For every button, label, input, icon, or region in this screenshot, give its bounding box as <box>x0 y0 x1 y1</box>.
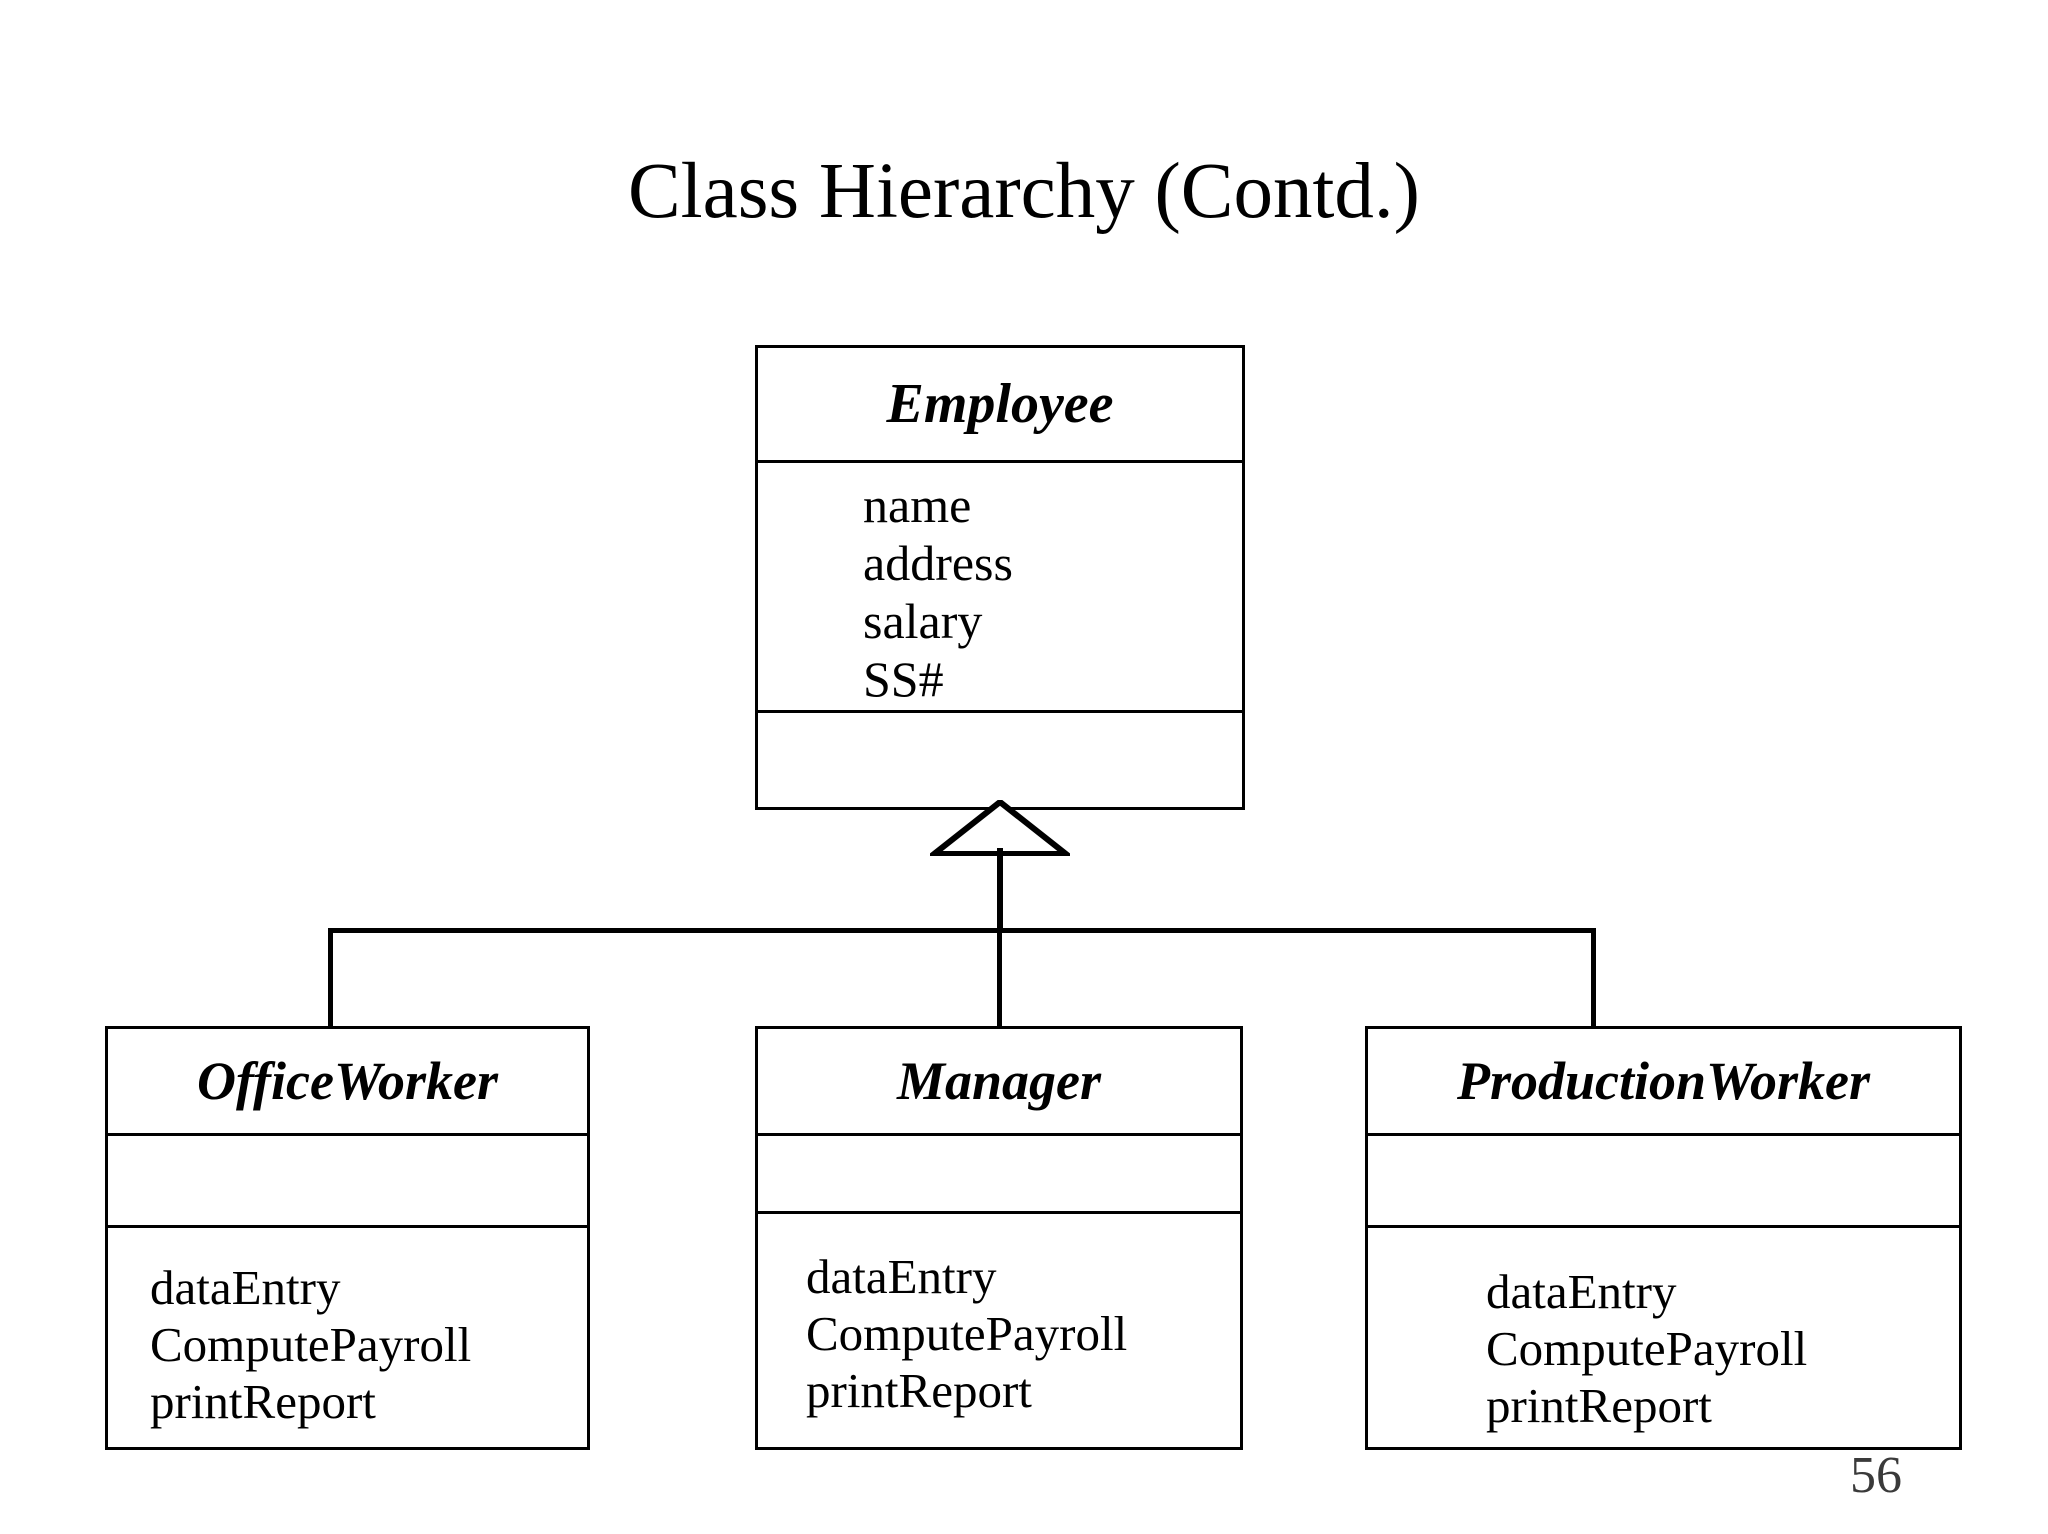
uml-operation: dataEntry <box>806 1249 997 1304</box>
uml-attributes-officeworker <box>108 1133 587 1225</box>
generalization-drop-officeworker <box>328 928 333 1028</box>
uml-operation: ComputePayroll <box>806 1306 1128 1361</box>
uml-attributes-manager <box>758 1133 1240 1211</box>
uml-class-name-officeworker: OfficeWorker <box>197 1051 498 1111</box>
uml-operation: ComputePayroll <box>1486 1321 1808 1376</box>
uml-class-manager[interactable]: Manager dataEntry ComputePayroll printRe… <box>755 1026 1243 1450</box>
page-number: 56 <box>1850 1447 1902 1504</box>
uml-class-name-productionworker: ProductionWorker <box>1456 1051 1871 1111</box>
uml-operations-employee <box>758 710 1242 807</box>
generalization-drop-manager <box>997 928 1002 1028</box>
uml-operation: ComputePayroll <box>150 1317 472 1372</box>
uml-class-productionworker[interactable]: ProductionWorker dataEntry ComputePayrol… <box>1365 1026 1962 1450</box>
uml-operations-productionworker: dataEntry ComputePayroll printReport <box>1368 1225 1959 1447</box>
uml-operation: dataEntry <box>1486 1264 1677 1319</box>
uml-class-employee[interactable]: Employee name address salary SS# <box>755 345 1245 810</box>
uml-attribute: SS# <box>863 650 944 707</box>
uml-attributes-employee: name address salary SS# <box>758 460 1242 710</box>
generalization-bus-line <box>328 928 1596 933</box>
uml-attribute: salary <box>863 592 983 649</box>
generalization-drop-productionworker <box>1591 928 1596 1028</box>
uml-attributes-productionworker <box>1368 1133 1959 1225</box>
uml-class-name-employee: Employee <box>886 373 1114 435</box>
uml-operations-officeworker: dataEntry ComputePayroll printReport <box>108 1225 587 1447</box>
uml-class-name-manager: Manager <box>896 1051 1102 1111</box>
uml-operation: dataEntry <box>150 1260 341 1315</box>
page-title: Class Hierarchy (Contd.) <box>627 148 1420 235</box>
uml-attribute: address <box>863 534 1013 591</box>
uml-class-officeworker[interactable]: OfficeWorker dataEntry ComputePayroll pr… <box>105 1026 590 1450</box>
uml-attribute: name <box>863 476 972 533</box>
uml-operation: printReport <box>1486 1378 1712 1433</box>
uml-operation: printReport <box>150 1374 376 1429</box>
generalization-stem-line <box>997 848 1003 931</box>
uml-operations-manager: dataEntry ComputePayroll printReport <box>758 1211 1240 1447</box>
uml-operation: printReport <box>806 1363 1032 1418</box>
